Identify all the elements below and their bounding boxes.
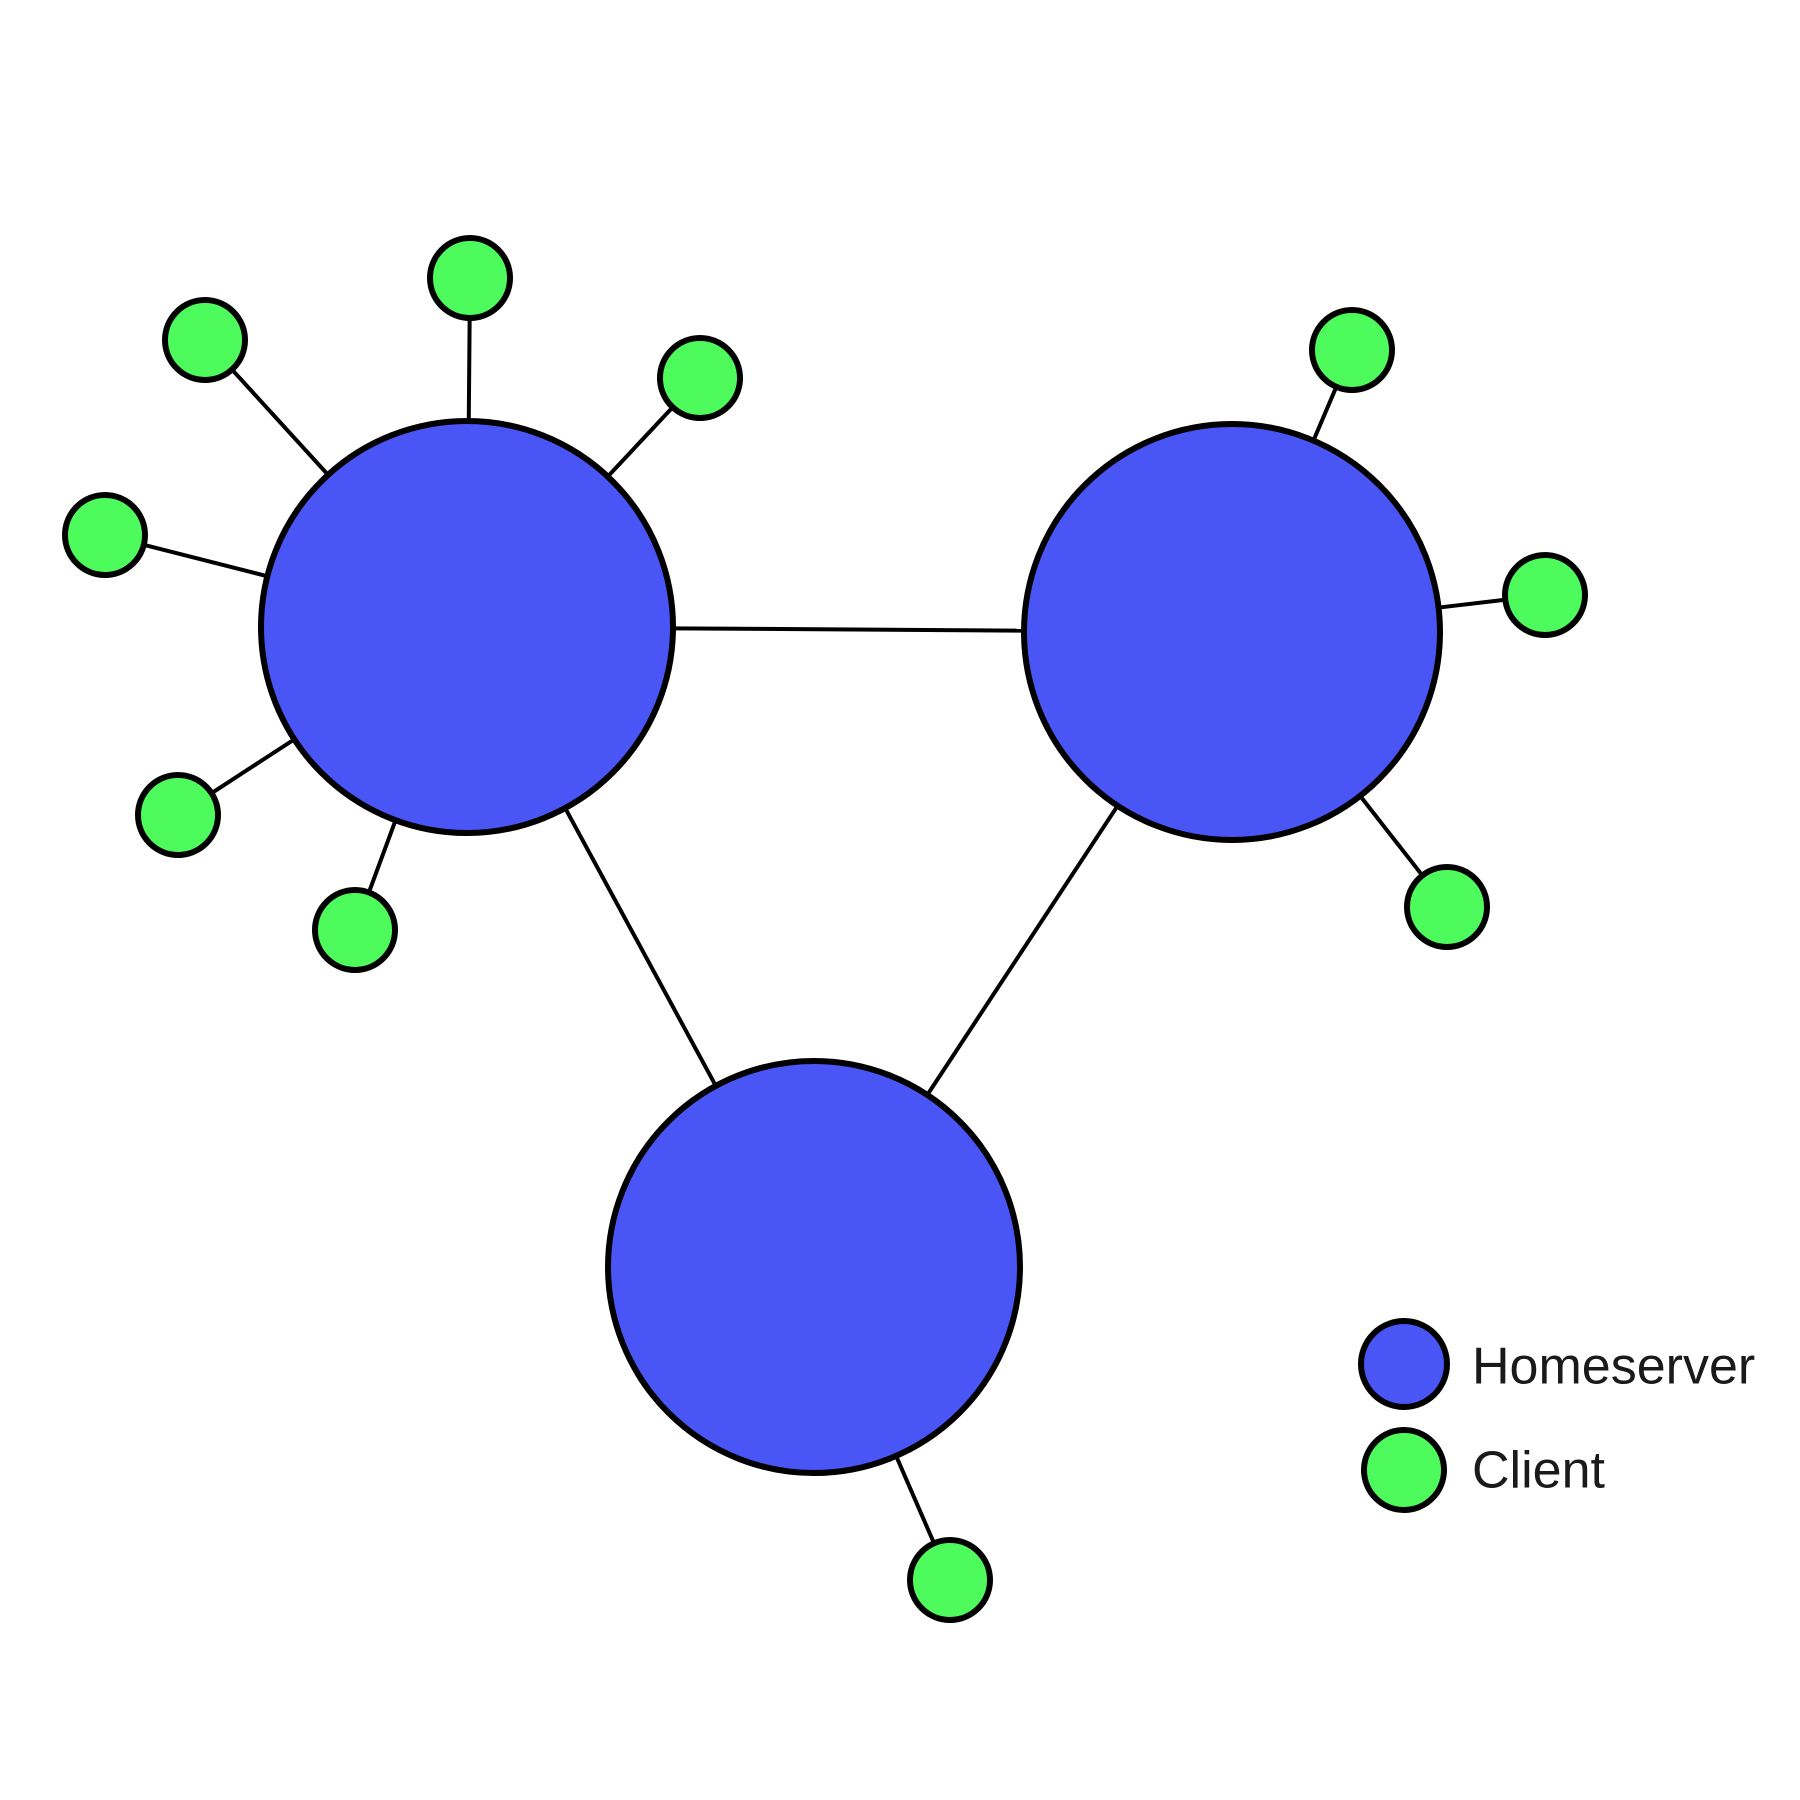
client-node[interactable] (162, 297, 248, 383)
edge-client-server (466, 315, 472, 424)
legend-swatch-homeserver (1358, 1318, 1450, 1410)
edge-client-server (229, 366, 331, 478)
edge-federation (924, 802, 1121, 1098)
client-node[interactable] (312, 887, 398, 973)
client-node[interactable] (907, 1537, 993, 1623)
client-node[interactable] (135, 772, 221, 858)
edge-client-server (893, 1453, 937, 1546)
legend-label-homeserver: Homeserver (1472, 1338, 1755, 1396)
edge-client-server (1310, 384, 1339, 444)
edge-client-server (1357, 793, 1426, 879)
edge-federation (670, 626, 1027, 633)
client-node[interactable] (62, 492, 148, 578)
homeserver-node[interactable] (258, 418, 676, 836)
client-node[interactable] (1404, 864, 1490, 950)
edge-client-server (208, 736, 298, 796)
edge-client-server (141, 542, 270, 579)
legend-swatch-client (1361, 1427, 1447, 1513)
edge-federation (562, 805, 719, 1089)
edge-client-server (366, 817, 399, 896)
client-node[interactable] (657, 335, 743, 421)
client-node[interactable] (1309, 307, 1395, 393)
homeserver-node[interactable] (1021, 421, 1443, 843)
edge-client-server (1436, 597, 1508, 610)
client-node[interactable] (427, 235, 513, 321)
nodes-layer (62, 235, 1588, 1623)
client-node[interactable] (1502, 552, 1588, 638)
edges-layer (141, 315, 1508, 1546)
legend-label-client: Client (1472, 1442, 1605, 1500)
homeserver-node[interactable] (605, 1058, 1023, 1476)
edge-client-server (604, 404, 676, 480)
